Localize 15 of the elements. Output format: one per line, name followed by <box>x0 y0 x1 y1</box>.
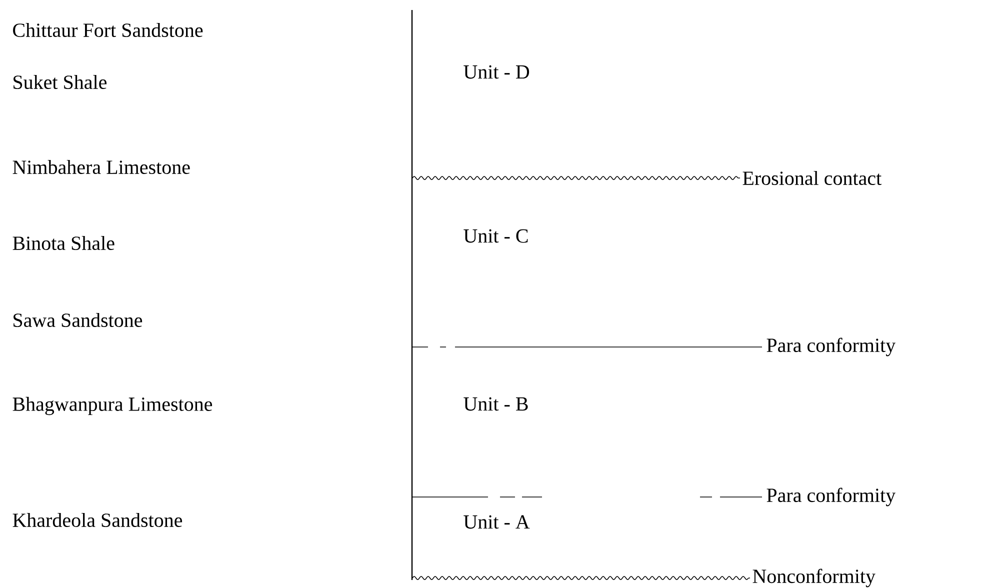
formation-name: Suket Shale <box>14 74 107 90</box>
formation-name: Bhagwanpura Limestone <box>12 396 212 416</box>
unit-label: Unit - B <box>464 397 528 411</box>
formation-name: Binota Shale <box>12 236 114 250</box>
formation-name: Sawa Sandstone <box>14 312 142 328</box>
contact-label: Para conformity <box>766 338 896 356</box>
formation-name: Khardeola Sandstone <box>12 512 182 528</box>
contact-label: Para conformity <box>766 488 896 506</box>
unit-label: Unit - A <box>464 515 530 529</box>
contact-label: Erosional contact <box>742 170 882 186</box>
unit-label: Unit - C <box>464 229 528 243</box>
formation-name: Nimbahera Limestone <box>12 160 190 174</box>
formation-name: Chittaur Fort Sandstone <box>13 22 203 38</box>
contact-label: Nonconformity <box>752 568 876 588</box>
unit-label: Unit - D <box>464 65 530 79</box>
